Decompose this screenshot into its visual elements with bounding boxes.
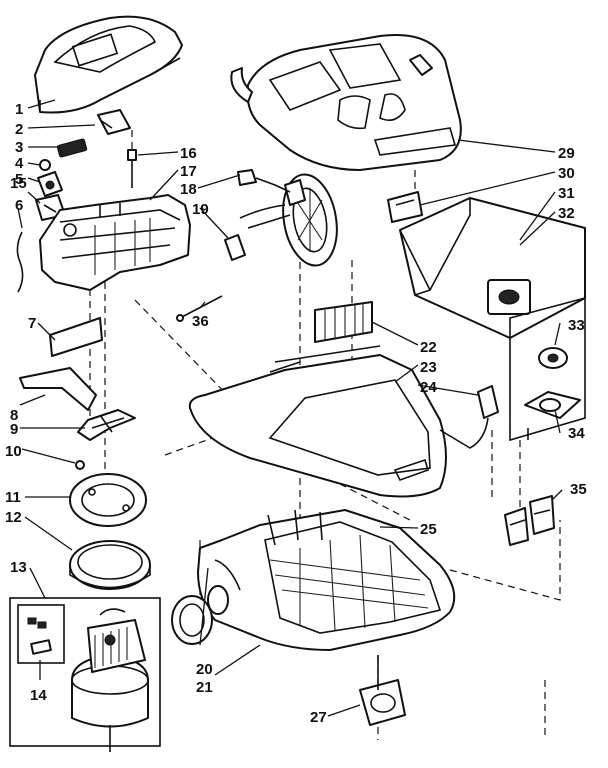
part-screw-10 (75, 460, 85, 470)
part-top-cover (34, 15, 183, 114)
callout-5: 5 (15, 171, 23, 188)
callout-14: 14 (30, 687, 47, 704)
leader-lines (17, 99, 563, 717)
callout-labels: 1 2 3 4 5 6 7 8 9 10 11 12 13 14 15 16 1… (5, 101, 587, 726)
part-gasket-12 (69, 540, 151, 590)
callout-31: 31 (558, 185, 575, 202)
part-cord-reel-18 (237, 169, 338, 267)
callout-24: 24 (420, 379, 437, 396)
callout-1: 1 (15, 101, 23, 118)
callout-17: 17 (180, 163, 197, 180)
callout-21: 21 (196, 679, 213, 696)
part-grille-22 (314, 301, 373, 343)
part-ring-11 (69, 473, 147, 527)
callout-9: 9 (10, 421, 18, 438)
callout-6: 6 (15, 197, 23, 214)
callout-29: 29 (558, 145, 575, 162)
part-frame-23 (188, 345, 447, 498)
part-handle-29 (230, 34, 462, 171)
callout-13: 13 (10, 559, 27, 576)
callout-7: 7 (28, 315, 36, 332)
part-small-fittings (16, 109, 131, 293)
part-dust-bag-32 (399, 197, 586, 339)
callout-18: 18 (180, 181, 197, 198)
part-bulb-19 (224, 234, 246, 261)
callout-25: 25 (420, 521, 437, 538)
part-caster-27 (359, 655, 406, 726)
callout-35: 35 (570, 481, 587, 498)
callout-27: 27 (310, 709, 327, 726)
callout-12: 12 (5, 509, 22, 526)
callout-3: 3 (15, 139, 23, 156)
part-bag-collar-33 (509, 296, 586, 442)
callout-16: 16 (180, 145, 197, 162)
callout-22: 22 (420, 339, 437, 356)
callout-32: 32 (558, 205, 575, 222)
part-screw-16 (127, 149, 137, 188)
callout-4: 4 (15, 155, 24, 172)
callout-8: 8 (10, 407, 18, 424)
part-base-housing-21 (197, 509, 456, 651)
part-fan-9 (77, 409, 136, 441)
callout-30: 30 (558, 165, 575, 182)
part-clips-35 (504, 495, 555, 546)
callout-2: 2 (15, 121, 23, 138)
callout-36: 36 (192, 313, 209, 330)
part-switch-24 (439, 385, 499, 449)
part-motor-assembly-13 (9, 597, 161, 752)
part-housing-17 (39, 194, 191, 291)
callout-15: 15 (10, 175, 27, 192)
part-bracket-8 (19, 367, 97, 411)
callout-23: 23 (420, 359, 437, 376)
part-latch-30 (387, 191, 423, 223)
callout-34: 34 (568, 425, 585, 442)
callout-19: 19 (192, 201, 209, 218)
callout-20: 20 (196, 661, 213, 678)
callout-11: 11 (5, 489, 21, 506)
part-wheel-20 (171, 595, 213, 645)
callout-10: 10 (5, 443, 22, 460)
callout-33: 33 (568, 317, 585, 334)
part-plate-7 (49, 317, 103, 357)
